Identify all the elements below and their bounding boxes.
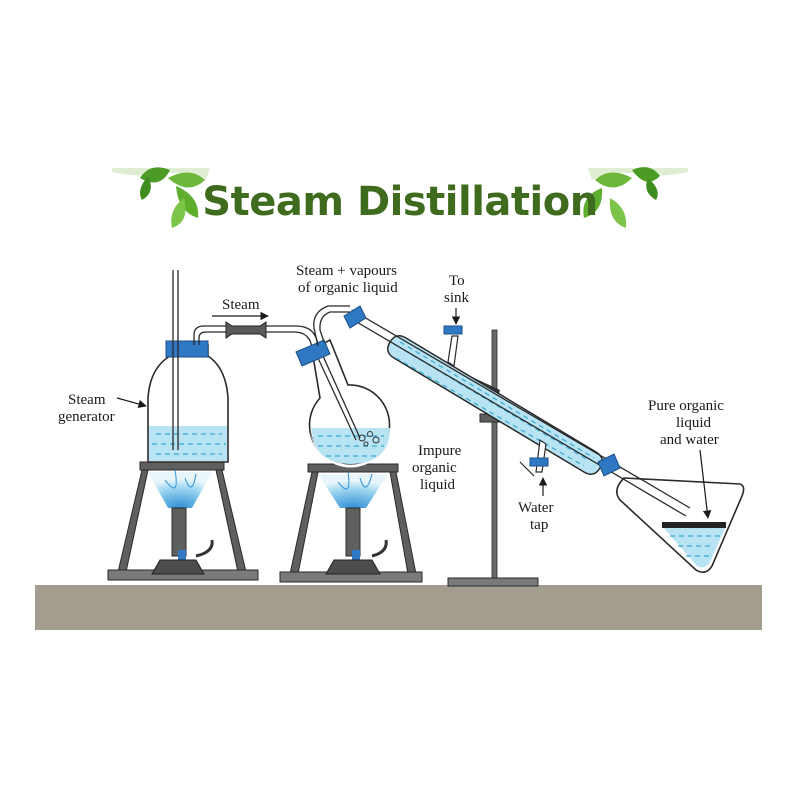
- pure-label-line3: and water: [660, 432, 719, 448]
- bench-surface: [35, 585, 762, 630]
- burner-middle: [318, 471, 388, 575]
- steam-generator-label-line2: generator: [58, 409, 115, 425]
- pure-label-line1: Pure organic: [648, 398, 724, 414]
- to-sink-label-line2: sink: [444, 290, 470, 306]
- leaf-decoration-left: [112, 167, 210, 228]
- vapours-label-line1: Steam + vapours: [296, 263, 397, 279]
- pure-label-line2: liquid: [676, 415, 712, 431]
- steam-generator-arrow: [116, 397, 147, 409]
- flask-stopper: [295, 339, 331, 367]
- impure-label-line3: liquid: [420, 477, 456, 493]
- condenser-inlet-stopper: [343, 305, 367, 329]
- impure-liquid: [312, 428, 390, 464]
- flame-left: [148, 472, 212, 508]
- organic-layer: [662, 522, 726, 528]
- rubber-connector: [225, 321, 319, 349]
- steam-generator-flask: [147, 270, 229, 463]
- generator-stopper: [165, 340, 209, 358]
- water-tap-label-line1: Water: [518, 500, 553, 516]
- impure-label-line2: organic: [412, 460, 457, 476]
- flask-stand: [279, 463, 423, 583]
- burner-left: [148, 469, 214, 575]
- liebig-condenser: [343, 305, 691, 517]
- vapours-label-line2: of organic liquid: [298, 280, 398, 296]
- leaf-decoration-right: [583, 167, 688, 228]
- round-bottom-flask: [295, 305, 391, 468]
- water-tap-label-line2: tap: [530, 517, 548, 533]
- diagram-title: Steam Distillation: [202, 179, 597, 225]
- condenser-outlet-stopper: [597, 453, 621, 477]
- steam-label: Steam: [222, 297, 260, 313]
- receiving-flask: [616, 477, 745, 574]
- flame-middle: [318, 474, 388, 508]
- steam-generator-label-line1: Steam: [68, 392, 106, 408]
- impure-label-line1: Impure: [418, 443, 462, 459]
- retort-stand: [447, 329, 539, 587]
- to-sink-label-line1: To: [449, 273, 465, 289]
- steam-generator-stand: [107, 461, 259, 581]
- pure-arrow: [699, 449, 712, 519]
